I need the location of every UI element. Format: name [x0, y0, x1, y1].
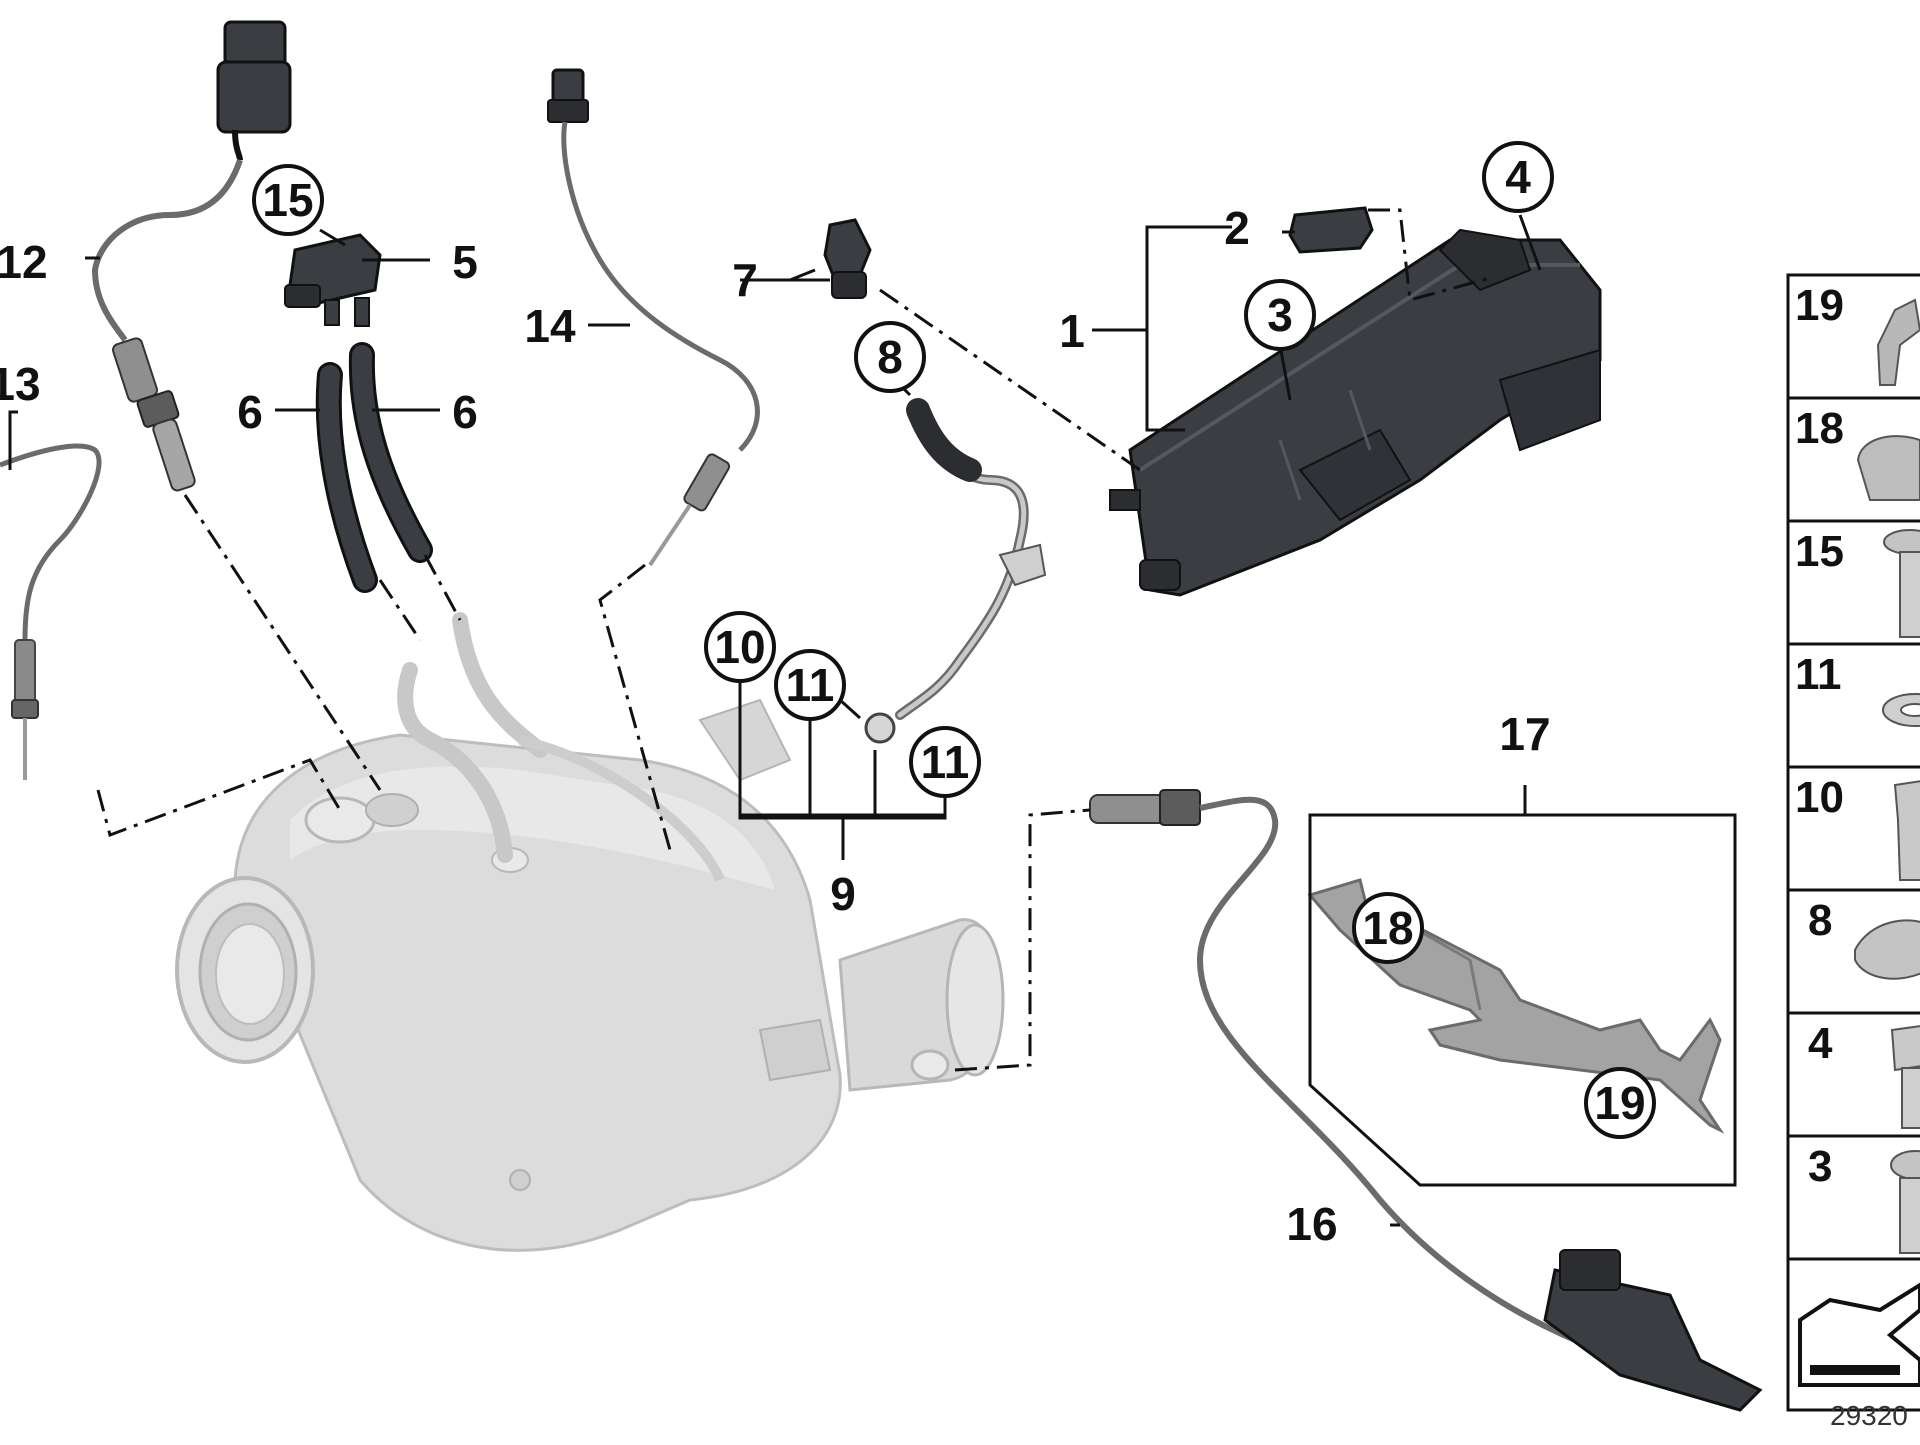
callout-17: 17 [1499, 708, 1550, 760]
callout-label: 14 [524, 300, 576, 352]
callout-11-left: 11 [774, 649, 846, 721]
callout-3: 3 [1244, 279, 1316, 351]
callout-12: 12 [0, 236, 48, 288]
callout-label: 4 [1505, 151, 1531, 203]
callout-16: 16 [1286, 1198, 1337, 1250]
callout-14: 14 [524, 300, 576, 352]
callout-11-right: 11 [909, 726, 981, 798]
rubber-grommet-2 [1288, 206, 1374, 254]
side-panel-number: 3 [1808, 1142, 1832, 1191]
side-panel-row-11: 11 [1795, 650, 1920, 727]
callout-label: 12 [0, 236, 48, 288]
callout-9: 9 [830, 868, 856, 920]
exhaust-temperature-sensor-13 [0, 443, 102, 780]
washer-icon [1882, 693, 1920, 727]
callout-1: 1 [1059, 305, 1085, 357]
callout-label: 2 [1224, 202, 1250, 254]
side-panel-row-19: 19 [1795, 281, 1920, 386]
callout-label: 9 [830, 868, 856, 920]
clamp-icon [1856, 435, 1920, 501]
hex-bolt-icon [1890, 1025, 1920, 1129]
sensor-bracket-1 [1109, 228, 1602, 597]
vacuum-hose-6 [315, 342, 433, 593]
callout-label: 15 [262, 174, 313, 226]
callout-label: 19 [1594, 1077, 1645, 1129]
nox-sensor-16 [1089, 789, 1763, 1412]
torx-screw-icon [1890, 1150, 1920, 1254]
callout-label: 17 [1499, 708, 1550, 760]
side-panel-row-15: 15 [1795, 527, 1920, 638]
callout-10: 10 [704, 611, 776, 683]
callout-label: 16 [1286, 1198, 1337, 1250]
callout-label: 3 [1267, 289, 1293, 341]
callout-9-bracket [738, 672, 947, 820]
callout-7: 7 [732, 254, 758, 306]
side-panel-number: 19 [1795, 281, 1844, 330]
connection-lines [96, 208, 1491, 1072]
callout-label: 5 [452, 236, 478, 288]
side-panel-row-18: 18 [1795, 404, 1920, 501]
pressure-pipe-with-hose [864, 398, 1047, 744]
side-panel-number: 4 [1808, 1019, 1833, 1068]
differential-pressure-sensor-5 [284, 233, 382, 327]
callout-label: 7 [732, 254, 758, 306]
callout-8: 8 [854, 321, 926, 393]
clip-icon [1876, 298, 1920, 386]
callout-label: 10 [714, 621, 765, 673]
side-panel-row-arrow [1798, 1282, 1920, 1387]
callout-label: 6 [237, 386, 263, 438]
parts-side-panel: 19 18 15 11 [1786, 273, 1920, 1412]
exhaust-temperature-sensor-14 [547, 68, 760, 567]
callout-6-left: 6 [237, 386, 263, 438]
callout-label: 1 [1059, 305, 1085, 357]
callout-5: 5 [452, 236, 478, 288]
callout-4: 4 [1482, 141, 1554, 213]
callout-label: 13 [0, 358, 41, 410]
arrow-icon [1798, 1282, 1920, 1387]
pressure-sensor-7 [823, 218, 872, 299]
side-panel-row-10: 10 [1795, 773, 1920, 881]
callout-2: 2 [1224, 202, 1250, 254]
side-panel-number: 8 [1808, 896, 1832, 945]
side-panel-row-8: 8 [1808, 896, 1920, 980]
side-panel-number: 10 [1795, 773, 1844, 822]
diagram-reference-number: 29320 [1830, 1400, 1908, 1431]
callout-label: 6 [452, 386, 478, 438]
callout-18: 18 [1352, 892, 1424, 964]
callout-6-right: 6 [452, 386, 478, 438]
hose-clamp-icon [1854, 919, 1920, 980]
callout-label: 11 [921, 736, 970, 788]
callout-label: 8 [877, 331, 903, 383]
particulate-filter [175, 612, 1005, 1252]
side-panel-number: 15 [1795, 527, 1844, 576]
side-panel-number: 11 [1795, 650, 1842, 699]
torx-screw-icon [1883, 529, 1920, 638]
banjo-bolt-icon [1893, 780, 1920, 881]
bracket-17-frame [1308, 813, 1737, 1187]
callout-label: 18 [1362, 902, 1413, 954]
side-panel-row-4: 4 [1808, 1019, 1920, 1129]
callout-19: 19 [1584, 1067, 1656, 1139]
side-panel-row-3: 3 [1808, 1142, 1920, 1254]
callout-15: 15 [252, 164, 324, 236]
oxygen-sensor-12 [91, 20, 292, 492]
callout-13: 13 [0, 358, 41, 410]
side-panel-number: 18 [1795, 404, 1844, 453]
callout-label: 11 [786, 659, 835, 711]
